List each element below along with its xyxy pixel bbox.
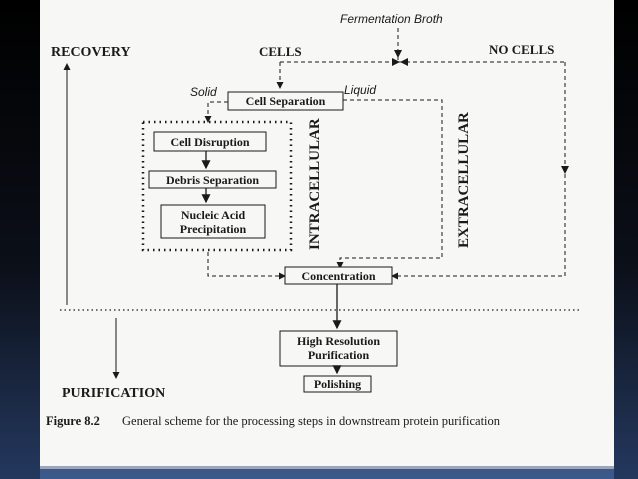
downstream-flow-diagram: Fermentation Broth RECOVERY CELLS NO CEL… (46, 12, 580, 428)
no-cells-label: NO CELLS (489, 42, 554, 57)
figure-number: Figure 8.2 (46, 414, 100, 428)
purification-step-text: Purification (308, 348, 370, 362)
solid-label: Solid (190, 85, 217, 99)
intracellular-label: INTRACELLULAR (307, 118, 323, 250)
liquid-line (336, 99, 443, 269)
recovery-label: RECOVERY (51, 45, 131, 60)
no-cells-mid-arrow (561, 166, 569, 174)
solid-line (204, 101, 228, 123)
nucleic-acid-text: Nucleic Acid (181, 208, 246, 222)
slide-left-edge (0, 0, 40, 479)
cell-disruption-box (153, 131, 267, 152)
figure-caption: General scheme for the processing steps … (122, 414, 501, 428)
debris-separation-text: Debris Separation (166, 173, 259, 187)
nucleic-acid-box (160, 204, 266, 239)
slide-right-edge (614, 0, 638, 479)
scanned-figure-page: Fermentation Broth RECOVERY CELLS NO CEL… (40, 0, 614, 466)
split-arrow-left (400, 58, 408, 66)
extracellular-label: EXTRACELLULAR (456, 112, 472, 248)
intracellular-out-line (207, 252, 286, 280)
concentration-box (284, 266, 393, 285)
cell-disruption-text: Cell Disruption (170, 135, 249, 149)
high-resolution-box (279, 330, 398, 367)
no-cells-branch-line (391, 62, 566, 280)
concentration-text: Concentration (302, 269, 376, 283)
cells-label: CELLS (259, 44, 302, 59)
split-arrow-right (392, 58, 400, 66)
polishing-box (303, 375, 372, 393)
cell-separation-text: Cell Separation (246, 94, 326, 108)
page-bottom-rule (40, 466, 614, 469)
broth-arrowhead (394, 50, 402, 58)
cell-separation-box (227, 91, 344, 111)
debris-separation-box (148, 170, 277, 189)
polishing-text: Polishing (314, 377, 361, 391)
liquid-label: Liquid (344, 83, 376, 97)
purification-label: PURIFICATION (62, 386, 165, 401)
fermentation-broth-label: Fermentation Broth (340, 12, 443, 26)
precipitation-text: Precipitation (180, 222, 247, 236)
high-resolution-text: High Resolution (297, 334, 380, 348)
